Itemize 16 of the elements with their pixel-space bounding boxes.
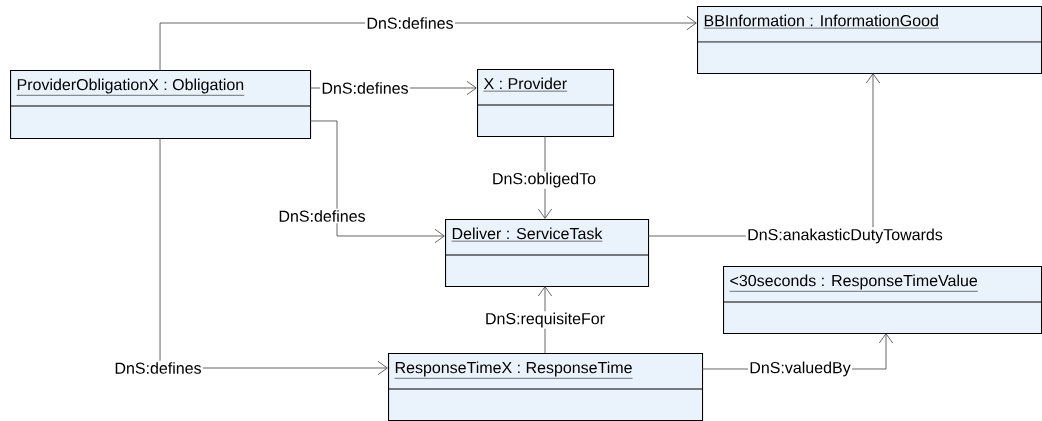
object-box: Deliver : ServiceTask	[444, 219, 650, 288]
edge-label: DnS:obligedTo	[490, 171, 598, 189]
object-box: BBInformation : InformationGood	[696, 6, 1042, 75]
arrow	[309, 120, 445, 244]
edge-label: DnS:requisiteFor	[483, 311, 607, 329]
object-box: ProviderObligationX : Obligation	[9, 70, 312, 140]
edge-label: DnS:anakasticDutyTowards	[745, 227, 945, 245]
object-box: X : Provider	[476, 69, 615, 138]
edge-label: DnS:defines	[365, 15, 455, 31]
object-box: <30seconds : ResponseTimeValue	[722, 266, 1042, 335]
edge-label: DnS:valuedBy	[747, 360, 853, 378]
edge-label: DnS:defines	[113, 360, 203, 376]
edge-label: DnS:defines	[320, 80, 410, 96]
edge-label: DnS:defines	[277, 208, 367, 224]
object-box: ResponseTimeX : ResponseTime	[387, 353, 704, 421]
arrow	[159, 137, 388, 376]
